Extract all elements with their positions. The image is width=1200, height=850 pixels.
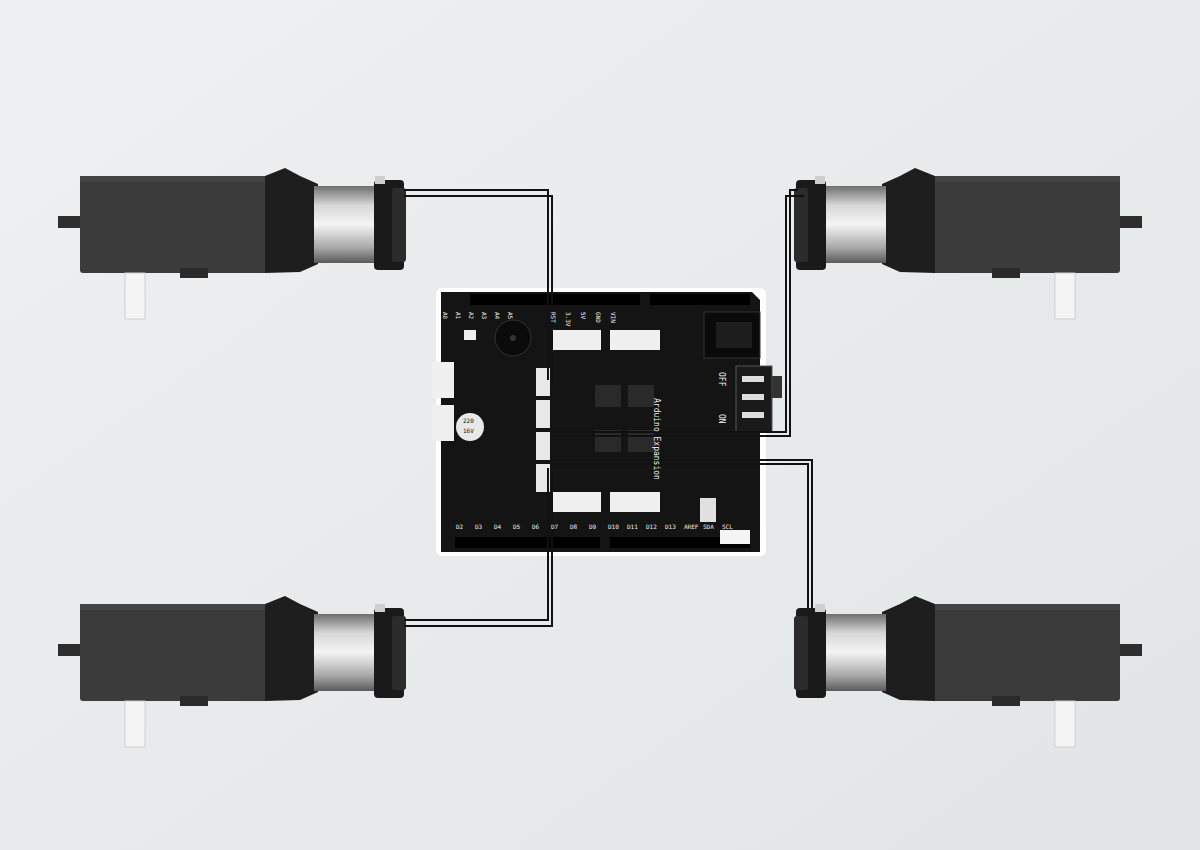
- silkscreen-label: A3: [481, 312, 487, 319]
- silkscreen-label: D5: [513, 524, 520, 530]
- silkscreen-label: RST: [550, 312, 556, 323]
- silkscreen-label: ON: [717, 414, 725, 424]
- gear-motor: [794, 596, 1142, 747]
- silkscreen-label: D2: [456, 524, 463, 530]
- silkscreen-label: SCL: [722, 524, 733, 530]
- silkscreen-label: OFF: [717, 372, 725, 386]
- silkscreen-label: AREF: [684, 524, 698, 530]
- silkscreen-label: D9: [589, 524, 596, 530]
- silkscreen-label: VIN: [610, 312, 616, 323]
- silkscreen-label: 5V: [580, 312, 586, 319]
- silkscreen-label: D13: [665, 524, 676, 530]
- gear-motor: [58, 596, 406, 747]
- silkscreen-label: A0: [442, 312, 448, 319]
- silkscreen-label: SDA: [703, 524, 714, 530]
- gear-motor: [794, 168, 1142, 319]
- silkscreen-label: Arduino Expansion: [652, 398, 660, 480]
- silkscreen-label: D3: [475, 524, 482, 530]
- silkscreen-label: D4: [494, 524, 501, 530]
- silkscreen-label: 3.3V: [565, 312, 571, 326]
- silkscreen-label: D11: [627, 524, 638, 530]
- silkscreen-label: A2: [468, 312, 474, 319]
- expansion-board: [432, 288, 782, 556]
- silkscreen-label: D8: [570, 524, 577, 530]
- silkscreen-label: A5: [507, 312, 513, 319]
- silkscreen-label: D7: [551, 524, 558, 530]
- silkscreen-label: 16V: [463, 428, 474, 434]
- silkscreen-label: A1: [455, 312, 461, 319]
- silkscreen-label: D10: [608, 524, 619, 530]
- silkscreen-label: D12: [646, 524, 657, 530]
- silkscreen-label: A4: [494, 312, 500, 319]
- motor-wires: [404, 190, 812, 626]
- silkscreen-label: GND: [595, 312, 601, 323]
- silkscreen-label: 220: [463, 418, 474, 424]
- gear-motor: [58, 168, 406, 319]
- silkscreen-label: D6: [532, 524, 539, 530]
